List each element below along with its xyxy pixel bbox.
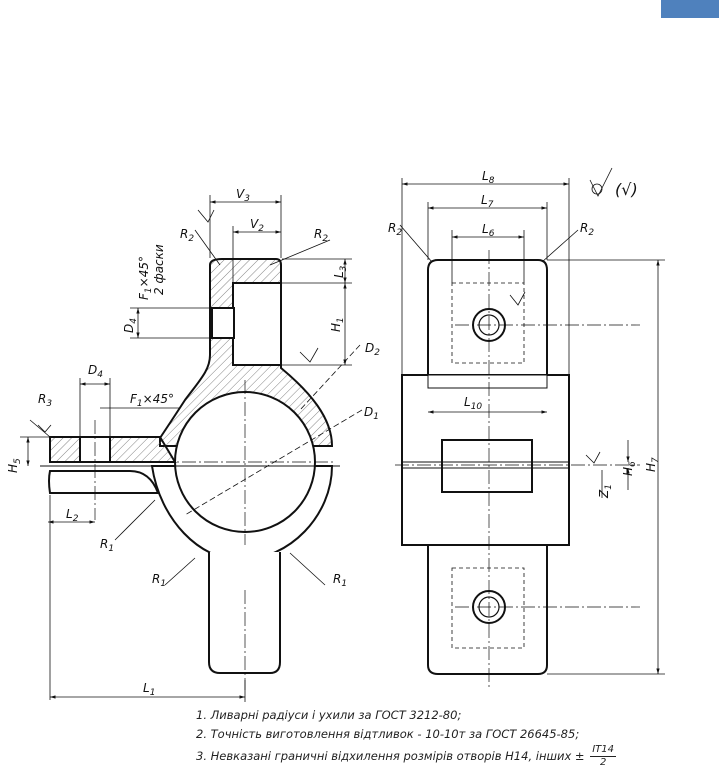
side-dimensions [399,167,665,675]
svg-text:L2: L2 [66,507,79,524]
fraction-denominator: 2 [599,757,607,768]
side-view [401,259,570,675]
svg-text:Z1: Z1 [597,484,614,499]
side-inner-top [427,374,548,389]
svg-text:D4: D4 [122,318,139,333]
front-dimensions [20,195,363,702]
front-labels: V3 V2 R2 R2 L3 H1 F1×45° 2 фаски D4 D4 D… [6,187,380,698]
front-arm-lower [48,470,160,494]
side-labels: L8 L7 L6 L10 R2 R2 Z1 H6 H7 (√) [388,169,661,499]
note-1: 1. Ливарні радіуси і ухили за ГОСТ 3212-… [196,708,462,722]
svg-text:D1: D1 [364,405,379,422]
svg-text:V3: V3 [236,187,250,204]
svg-text:H6: H6 [621,461,638,476]
note-3: 3. Невказані граничні відхилення розмірі… [196,744,617,769]
svg-text:R2: R2 [314,227,328,244]
svg-text:D2: D2 [365,341,380,358]
svg-text:H7: H7 [644,457,661,472]
front-stem [208,552,281,674]
svg-text:F1×45°: F1×45° [130,392,174,409]
side-inner-rect [441,439,533,493]
fraction-numerator: IT14 [590,744,617,757]
svg-text:R2: R2 [180,227,194,244]
drawing-notes: 1. Ливарні радіуси і ухили за ГОСТ 3212-… [196,706,617,769]
svg-text:L7: L7 [481,193,494,210]
note-2: 2. Точність виготовлення відтливок - 10-… [196,727,580,741]
svg-text:L3: L3 [332,265,349,278]
svg-text:L1: L1 [143,681,155,698]
svg-text:H5: H5 [6,458,23,473]
side-split [402,461,569,469]
svg-text:D4: D4 [88,363,103,380]
svg-text:(√): (√) [615,180,638,199]
front-small-hole [211,307,235,339]
front-arm-hole [79,436,111,463]
svg-text:R1: R1 [100,537,114,554]
svg-text:L10: L10 [464,395,482,412]
side-centerlines [395,250,640,690]
svg-text:L8: L8 [482,169,495,186]
corner-tab [661,0,719,18]
svg-text:F1×45°: F1×45° [137,256,154,300]
svg-text:R3: R3 [38,392,52,409]
svg-text:R2: R2 [388,221,402,238]
note-3-text: 3. Невказані граничні відхилення розмірі… [196,749,585,763]
front-slot [232,282,282,366]
tolerance-fraction: IT14 2 [590,744,617,769]
svg-text:H1: H1 [329,317,346,332]
svg-text:R1: R1 [333,572,347,589]
svg-text:R2: R2 [580,221,594,238]
svg-text:2 фаски: 2 фаски [152,244,166,295]
svg-text:V2: V2 [250,217,264,234]
front-arm-upper [49,436,177,463]
front-view [40,258,340,674]
svg-text:R1: R1 [152,572,166,589]
svg-text:L6: L6 [482,222,495,239]
front-centerlines [94,380,335,690]
side-hidden-lines [451,282,525,649]
